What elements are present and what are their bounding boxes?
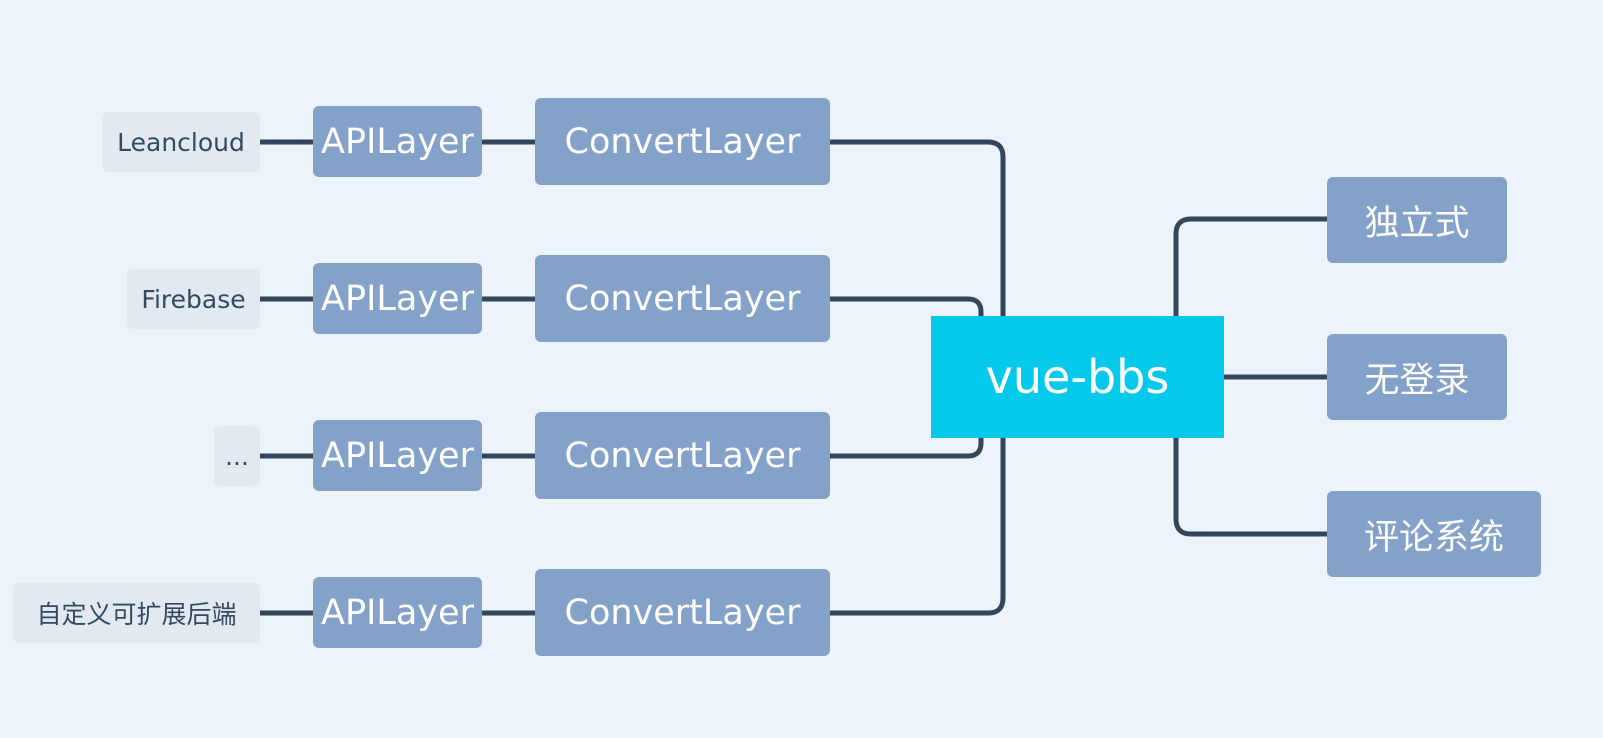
feature-label: 评论系统 <box>1363 517 1504 558</box>
backend-label: ... <box>225 441 249 471</box>
convert-layer-label: ConvertLayer <box>564 435 801 476</box>
convert-layer-node: ConvertLayer <box>535 569 830 656</box>
backend-label: Firebase <box>141 284 246 314</box>
api-layer-label: APILayer <box>321 435 474 476</box>
backend-label: Leancloud <box>117 127 245 157</box>
feature-node-comment-system: 评论系统 <box>1327 491 1541 577</box>
convert-center-connector <box>827 296 984 321</box>
convert-center-connector <box>827 139 1006 321</box>
feature-node-no-login: 无登录 <box>1327 334 1507 420</box>
backend-node-ellipsis: ... <box>214 426 260 486</box>
center-feature-connector <box>1173 433 1330 537</box>
feature-label: 独立式 <box>1364 203 1470 244</box>
api-layer-label: APILayer <box>321 121 474 162</box>
convert-layer-label: ConvertLayer <box>564 592 801 633</box>
backend-node-leancloud: Leancloud <box>102 112 260 172</box>
api-layer-node: APILayer <box>313 263 482 334</box>
api-layer-label: APILayer <box>321 278 474 319</box>
backend-node-firebase: Firebase <box>127 269 260 329</box>
convert-center-connector <box>827 433 984 459</box>
central-topic-label: vue-bbs <box>985 350 1170 404</box>
feature-node-standalone: 独立式 <box>1327 177 1507 263</box>
convert-center-connector <box>827 433 1006 616</box>
api-layer-node: APILayer <box>313 420 482 491</box>
api-layer-label: APILayer <box>321 592 474 633</box>
backend-node-custom: 自定义可扩展后端 <box>13 583 260 643</box>
feature-label: 无登录 <box>1364 360 1470 401</box>
convert-layer-node: ConvertLayer <box>535 98 830 185</box>
convert-layer-label: ConvertLayer <box>564 278 801 319</box>
central-topic-node: vue-bbs <box>931 316 1224 438</box>
center-feature-connector <box>1173 216 1330 321</box>
convert-layer-node: ConvertLayer <box>535 255 830 342</box>
api-layer-node: APILayer <box>313 106 482 177</box>
convert-layer-label: ConvertLayer <box>564 121 801 162</box>
convert-layer-node: ConvertLayer <box>535 412 830 499</box>
api-layer-node: APILayer <box>313 577 482 648</box>
backend-label: 自定义可扩展后端 <box>36 600 237 629</box>
